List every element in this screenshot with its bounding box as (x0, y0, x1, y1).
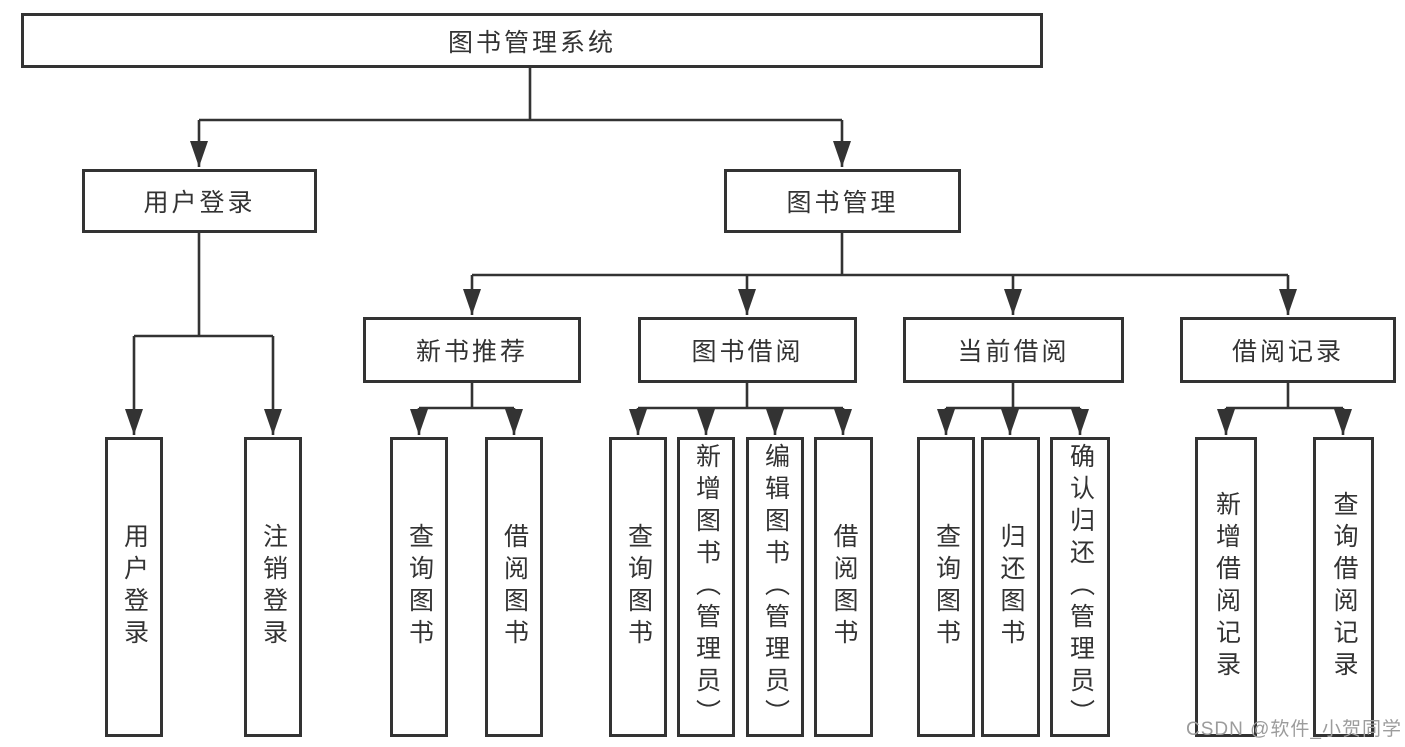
node-book-borrow: 图书借阅 (638, 317, 857, 383)
leaf-return-books-label: 归还图书 (997, 523, 1025, 651)
leaf-confirm-return-admin: 确认归还（管理员） (1050, 437, 1110, 737)
node-borrow-records: 借阅记录 (1180, 317, 1396, 383)
leaf-edit-books-admin: 编辑图书（管理员） (746, 437, 804, 737)
leaf-logout-label: 注销登录 (259, 523, 288, 651)
leaf-logout: 注销登录 (244, 437, 302, 737)
leaf-borrow-books-label: 借阅图书 (830, 523, 858, 651)
watermark: CSDN @软件_小贺同学 (1186, 719, 1402, 740)
leaf-query-books-current: 查询图书 (917, 437, 975, 737)
node-current-borrow: 当前借阅 (903, 317, 1124, 383)
leaf-confirm-return-admin-label: 确认归还（管理员） (1066, 443, 1095, 731)
leaf-query-books-current-label: 查询图书 (932, 523, 961, 651)
node-root: 图书管理系统 (21, 13, 1043, 68)
leaf-borrow-books-recommend-label: 借阅图书 (500, 523, 529, 651)
leaf-query-borrow-record: 查询借阅记录 (1313, 437, 1374, 737)
node-new-book-recommend: 新书推荐 (363, 317, 581, 383)
leaf-add-borrow-record-label: 新增借阅记录 (1212, 491, 1241, 683)
leaf-query-books-borrow-label: 查询图书 (624, 523, 653, 651)
leaf-query-books-recommend: 查询图书 (390, 437, 448, 737)
leaf-borrow-books-recommend: 借阅图书 (485, 437, 543, 737)
node-book-management: 图书管理 (724, 169, 961, 233)
leaf-add-borrow-record: 新增借阅记录 (1195, 437, 1257, 737)
node-user-login: 用户登录 (82, 169, 317, 233)
leaf-borrow-books: 借阅图书 (814, 437, 873, 737)
leaf-query-books-recommend-label: 查询图书 (405, 523, 434, 651)
leaf-edit-books-admin-label: 编辑图书（管理员） (761, 443, 790, 731)
leaf-user-login: 用户登录 (105, 437, 163, 737)
leaf-add-books-admin: 新增图书（管理员） (677, 437, 735, 737)
leaf-add-books-admin-label: 新增图书（管理员） (692, 443, 721, 731)
leaf-return-books: 归还图书 (981, 437, 1040, 737)
leaf-query-books-borrow: 查询图书 (609, 437, 667, 737)
leaf-query-borrow-record-label: 查询借阅记录 (1330, 491, 1358, 683)
leaf-user-login-label: 用户登录 (120, 523, 149, 651)
